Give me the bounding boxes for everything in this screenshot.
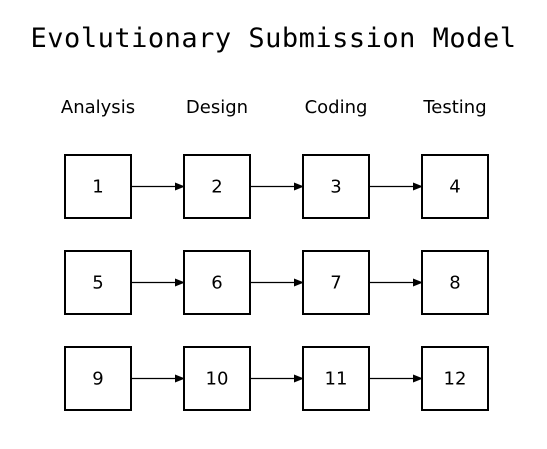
phase-label-testing: Testing bbox=[423, 97, 487, 118]
step-number: 7 bbox=[330, 273, 341, 294]
phase-label-design: Design bbox=[185, 97, 249, 118]
step-box bbox=[421, 154, 489, 219]
step-number: 10 bbox=[206, 369, 229, 390]
phase-label-coding: Coding bbox=[304, 97, 368, 118]
step-number: 11 bbox=[325, 369, 348, 390]
step-number: 5 bbox=[92, 273, 103, 294]
step-number: 8 bbox=[449, 273, 460, 294]
step-number: 2 bbox=[211, 177, 222, 198]
step-box bbox=[421, 346, 489, 411]
diagram-title: Evolutionary Submission Model bbox=[30, 23, 517, 54]
step-number: 12 bbox=[444, 369, 467, 390]
phase-label-analysis: Analysis bbox=[60, 97, 136, 118]
step-box bbox=[421, 250, 489, 315]
step-number: 3 bbox=[330, 177, 341, 198]
step-number: 6 bbox=[211, 273, 222, 294]
step-number: 9 bbox=[92, 369, 103, 390]
step-number: 1 bbox=[92, 177, 103, 198]
step-number: 4 bbox=[449, 177, 460, 198]
